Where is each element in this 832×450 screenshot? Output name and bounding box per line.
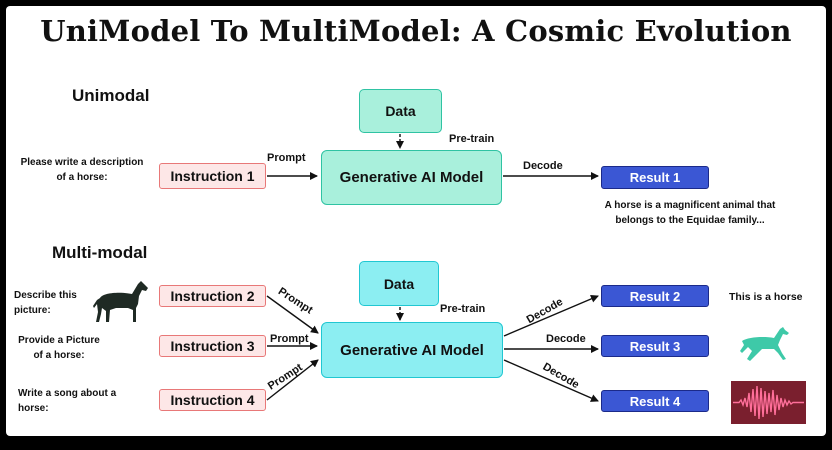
decode-label-3: Decode [546,333,586,345]
horse-picture-icon [93,281,148,322]
instruction-2-text: Describe this picture: [14,290,77,316]
result-2-output-text: This is a horse [729,291,803,303]
instruction-4-box: Instruction 4 [159,389,266,411]
multimodal-heading: Multi-modal [52,243,148,262]
prompt-arrow-2 [266,295,319,334]
instruction-2-box: Instruction 2 [159,285,266,307]
instruction-3-text: Provide a Picture of a horse: [18,335,100,361]
unimodal-pretrain-label: Pre-train [449,133,495,145]
instruction-4-text: Write a song about a horse: [18,388,117,414]
prompt-arrow-4 [266,359,319,401]
result-4-box: Result 4 [601,390,709,412]
multimodal-generative-model-box: Generative AI Model [321,322,503,378]
unimodal-prompt-label: Prompt [267,152,306,164]
decode-arrow-4 [503,359,599,402]
unimodal-data-box: Data [359,89,442,133]
unimodal-heading: Unimodal [72,86,150,105]
result-1-text: A horse is a magnificent animal that bel… [604,200,776,226]
prompt-label-3: Prompt [270,333,309,345]
page-title: UniModel To MultiModel: A Cosmic Evoluti… [40,14,792,48]
decode-arrow-2 [503,295,599,337]
result-2-box: Result 2 [601,285,709,307]
result-3-box: Result 3 [601,335,709,357]
unimodal-generative-model-box: Generative AI Model [321,150,502,205]
result-1-box: Result 1 [601,166,709,189]
horse-image-icon [740,327,789,361]
unimodal-decode-label: Decode [523,160,563,172]
multimodal-pretrain-label: Pre-train [440,303,486,315]
audio-waveform-icon [731,381,806,424]
instruction-3-box: Instruction 3 [159,335,266,357]
multimodal-data-box: Data [359,261,439,306]
instruction-1-box: Instruction 1 [159,163,266,189]
unimodal-instruction-text: Please write a description of a horse: [20,157,144,183]
